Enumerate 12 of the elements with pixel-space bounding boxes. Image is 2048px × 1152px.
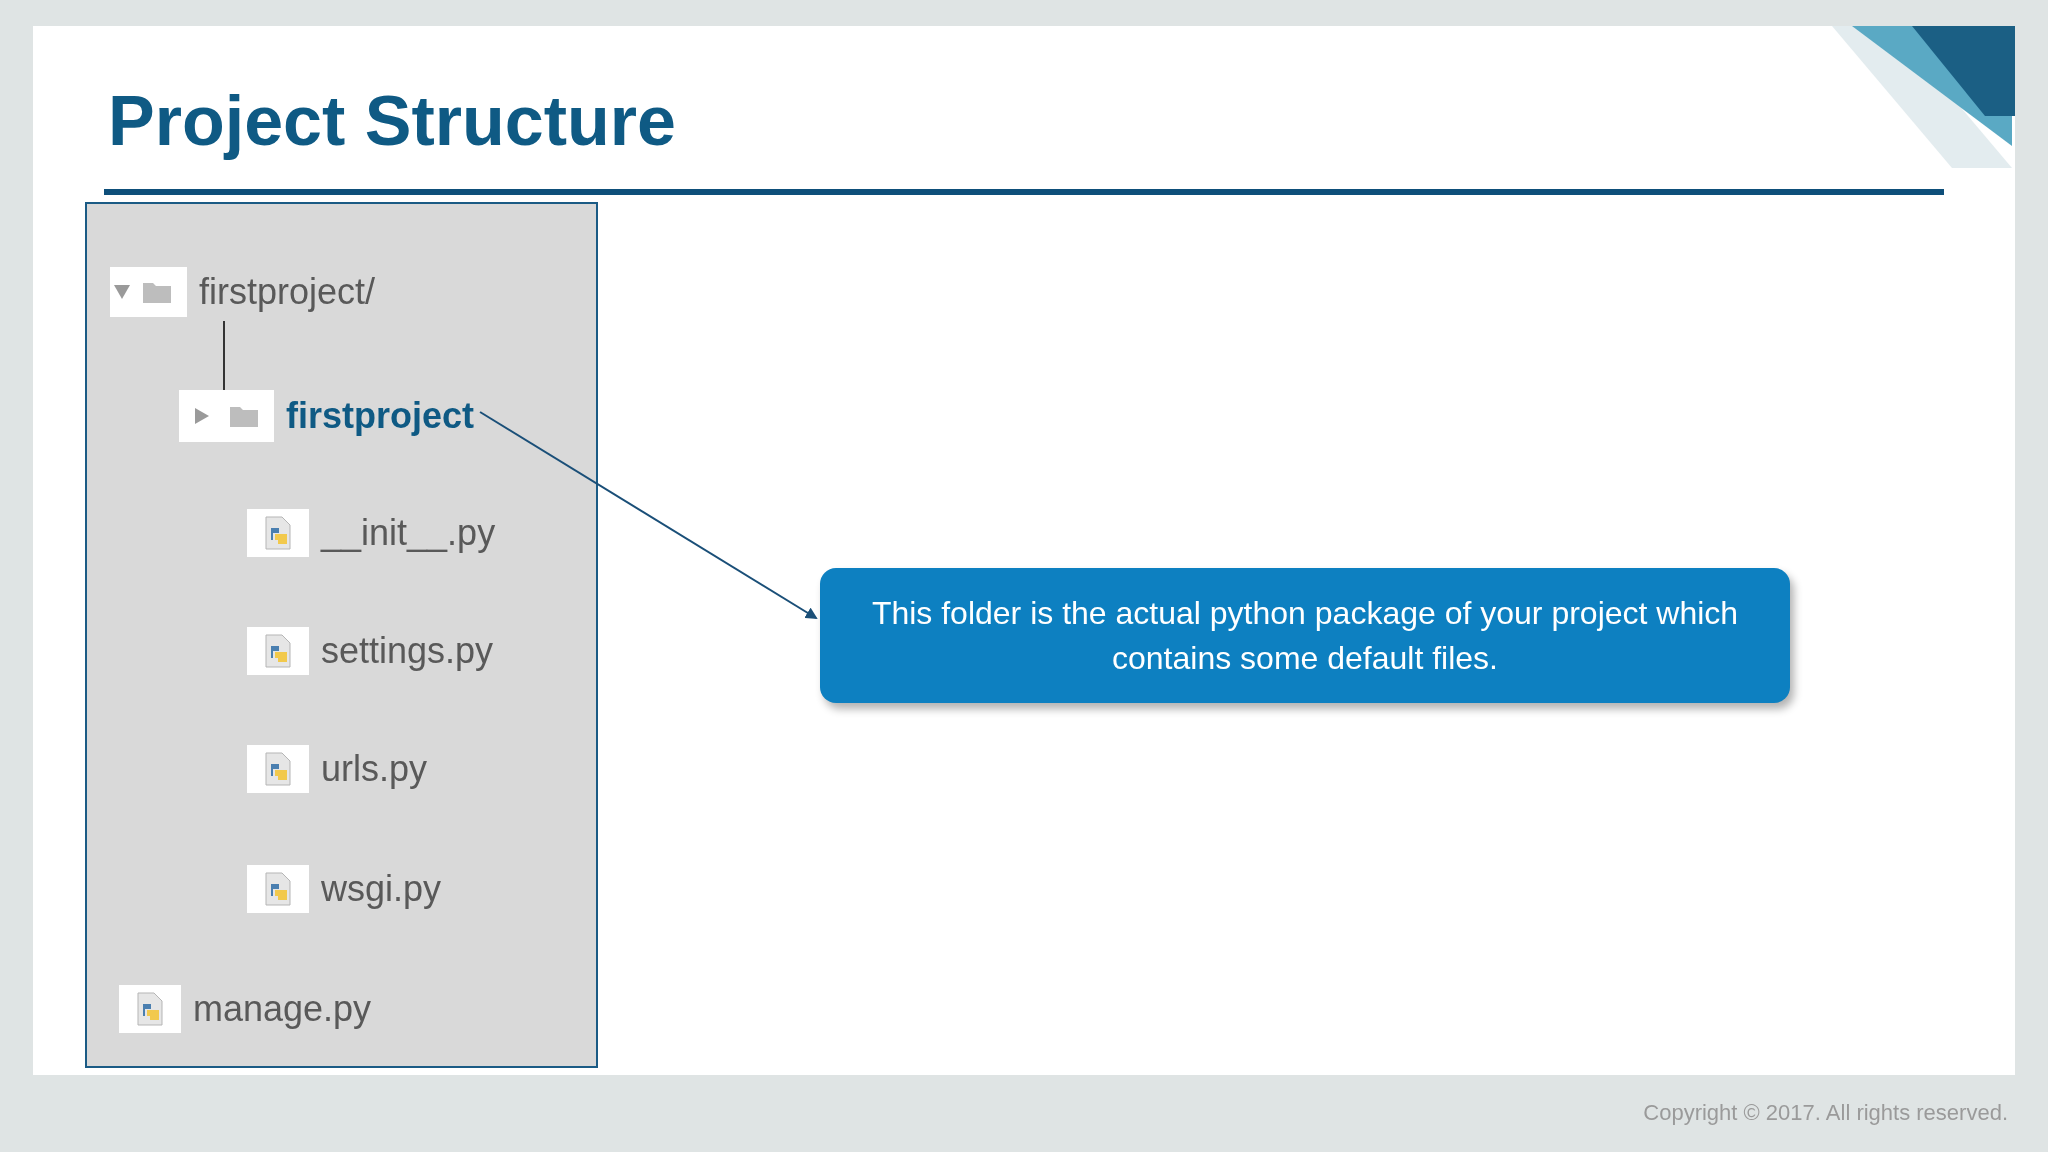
file-name: __init__.py: [321, 515, 496, 551]
tree-line: [223, 320, 225, 391]
file-name: manage.py: [193, 991, 372, 1027]
arrow: [479, 411, 818, 620]
folder-name: firstproject: [286, 398, 475, 434]
folder-name: firstproject/: [199, 274, 376, 310]
tree-panel: [85, 202, 598, 1068]
copyright-text: Copyright © 2017. All rights reserved.: [1643, 1099, 2008, 1127]
file-name: settings.py: [321, 633, 494, 669]
callout-box: This folder is the actual python package of your project which contains some default files.: [820, 568, 1790, 703]
file-name: wsgi.py: [321, 871, 442, 907]
file-name: urls.py: [321, 751, 428, 787]
